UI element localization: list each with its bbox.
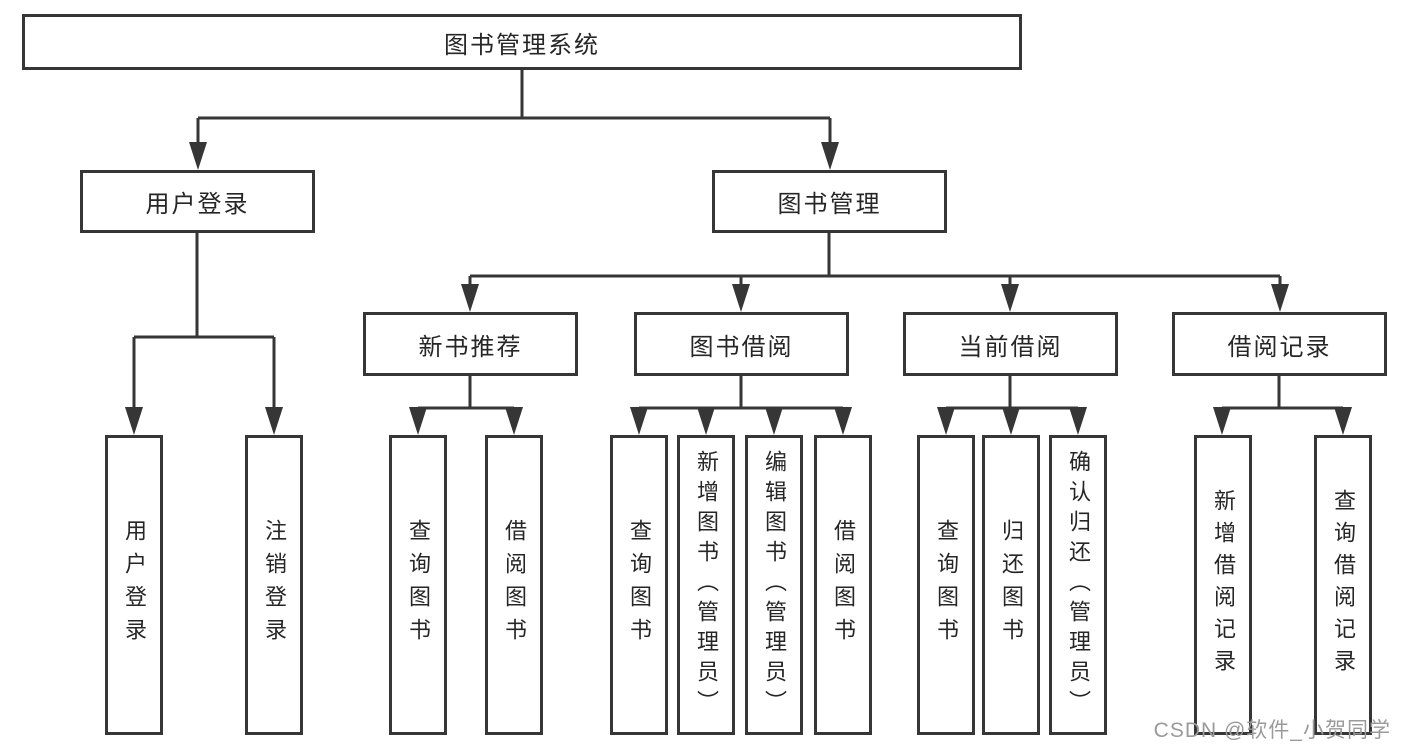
node-leaf-add-book-admin-label: 新增图书（管理员） bbox=[694, 450, 719, 720]
node-current-borrowing: 当前借阅 bbox=[903, 312, 1118, 376]
node-leaf-borrow-book: 借阅图书 bbox=[814, 435, 872, 735]
node-leaf-return-book: 归还图书 bbox=[982, 435, 1040, 735]
node-leaf-confirm-return-admin: 确认归还（管理员） bbox=[1049, 435, 1107, 735]
node-borrow-records: 借阅记录 bbox=[1172, 312, 1387, 376]
node-user-login-branch: 用户登录 bbox=[80, 170, 315, 233]
node-leaf-query-borrow-record-label: 查询借阅记录 bbox=[1331, 489, 1356, 681]
node-leaf-query-book-borrowing-label: 查询图书 bbox=[627, 519, 652, 651]
node-leaf-return-book-label: 归还图书 bbox=[999, 519, 1024, 651]
node-root-system: 图书管理系统 bbox=[22, 14, 1022, 70]
node-leaf-borrow-book-recommend: 借阅图书 bbox=[485, 435, 543, 735]
node-leaf-add-book-admin: 新增图书（管理员） bbox=[677, 435, 735, 735]
csdn-watermark: CSDN @软件_小贺同学 bbox=[1153, 719, 1391, 742]
arrowheads bbox=[125, 142, 1352, 435]
node-leaf-user-login-label: 用户登录 bbox=[122, 519, 147, 651]
node-leaf-borrow-book-label: 借阅图书 bbox=[831, 519, 856, 651]
node-leaf-borrow-book-recommend-label: 借阅图书 bbox=[502, 519, 527, 651]
node-leaf-add-borrow-record-label: 新增借阅记录 bbox=[1211, 489, 1236, 681]
node-leaf-add-borrow-record: 新增借阅记录 bbox=[1194, 435, 1252, 735]
node-leaf-edit-book-admin-label: 编辑图书（管理员） bbox=[762, 450, 787, 720]
node-leaf-query-borrow-record: 查询借阅记录 bbox=[1314, 435, 1372, 735]
node-leaf-query-book-recommend: 查询图书 bbox=[389, 435, 447, 735]
node-new-book-recommend: 新书推荐 bbox=[363, 312, 578, 376]
node-book-borrowing: 图书借阅 bbox=[634, 312, 849, 376]
node-leaf-logout-label: 注销登录 bbox=[262, 519, 287, 651]
node-book-management: 图书管理 bbox=[712, 170, 947, 233]
node-leaf-query-book-current: 查询图书 bbox=[917, 435, 975, 735]
node-leaf-logout: 注销登录 bbox=[245, 435, 303, 735]
node-leaf-edit-book-admin: 编辑图书（管理员） bbox=[745, 435, 803, 735]
node-leaf-user-login: 用户登录 bbox=[105, 435, 163, 735]
node-leaf-confirm-return-admin-label: 确认归还（管理员） bbox=[1066, 450, 1091, 720]
node-leaf-query-book-recommend-label: 查询图书 bbox=[406, 519, 431, 651]
node-leaf-query-book-current-label: 查询图书 bbox=[934, 519, 959, 651]
node-leaf-query-book-borrowing: 查询图书 bbox=[610, 435, 668, 735]
